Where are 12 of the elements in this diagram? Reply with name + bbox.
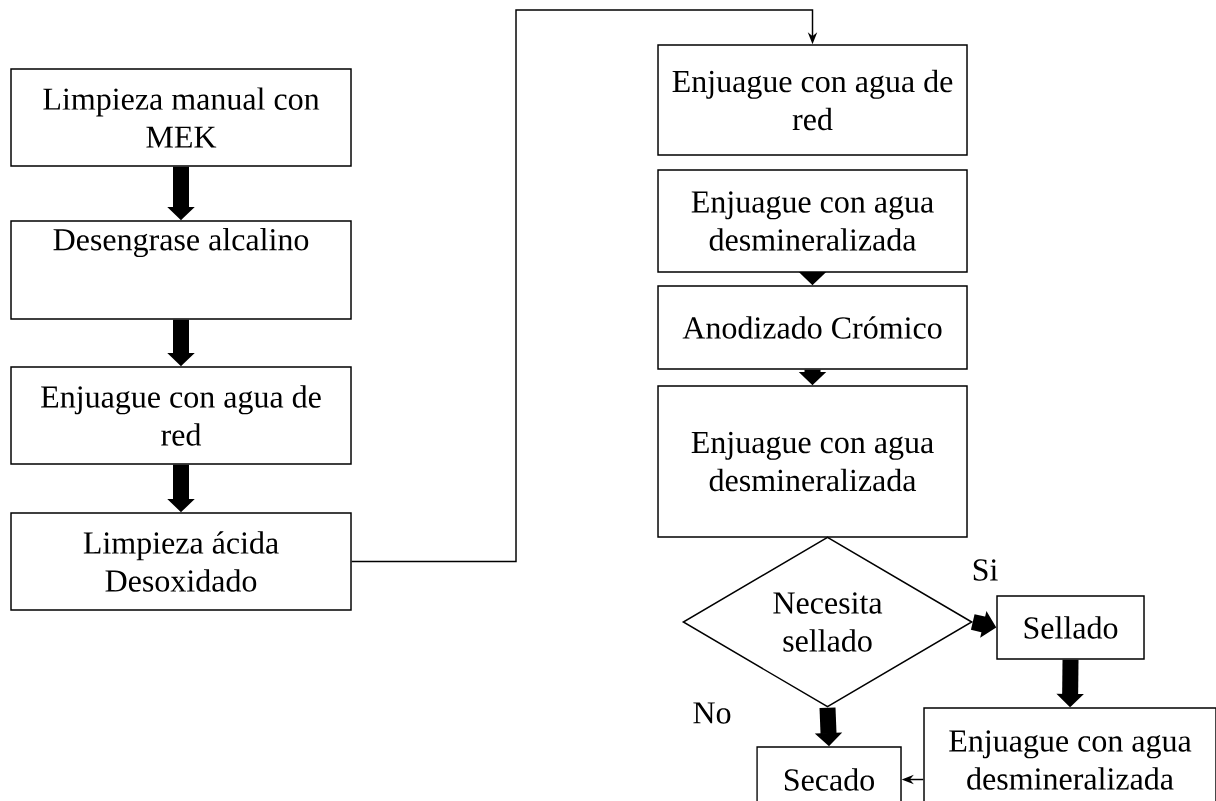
process-box: Enjuague con agua de red bbox=[657, 44, 968, 156]
process-box: Secado bbox=[756, 746, 902, 801]
process-box: Sellado bbox=[996, 595, 1145, 660]
process-box: Enjuague con agua desmineralizada bbox=[657, 385, 968, 538]
process-box: Anodizado Crómico bbox=[657, 285, 968, 370]
process-box: Enjuague con agua desmineralizada bbox=[657, 169, 968, 273]
process-box: Desengrase alcalino bbox=[10, 220, 352, 320]
process-box: Enjuague con agua desmineralizada bbox=[923, 707, 1216, 801]
process-box: Limpieza manual con MEK bbox=[10, 68, 352, 167]
process-box: Enjuague con agua de red bbox=[10, 366, 352, 465]
process-box: Limpieza ácida Desoxidado bbox=[10, 512, 352, 611]
arrow bbox=[351, 9, 818, 563]
